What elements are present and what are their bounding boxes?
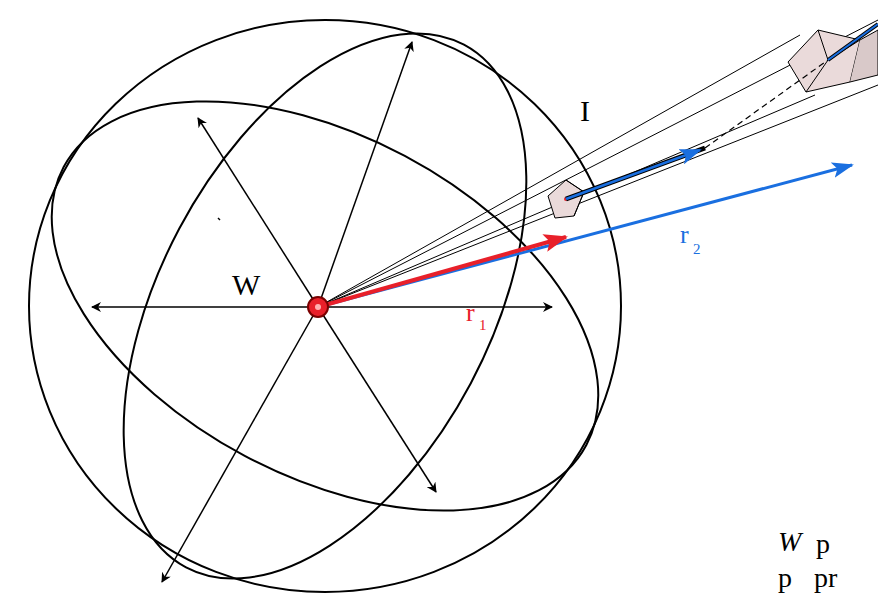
text-fragment: p [816, 530, 830, 558]
vector-label: r [680, 222, 689, 248]
r1-vector [318, 237, 566, 307]
point-source-highlight [315, 304, 321, 310]
source-label: W [232, 270, 260, 300]
intensity-label: I [580, 96, 590, 126]
vector-label: r [466, 300, 475, 326]
vector-subscript: 2 [693, 242, 701, 257]
text-fragment: pr [814, 564, 837, 592]
sphere-ellipse [40, 0, 609, 594]
solid-angle-cone [318, 20, 878, 307]
sphere-ellipse [0, 17, 666, 594]
r2-vector [318, 165, 852, 307]
intensity-arrow [566, 24, 878, 199]
radial-arrows [92, 42, 552, 582]
point-source [308, 297, 328, 317]
area-element-large [788, 30, 878, 92]
sphere-outline [29, 20, 621, 592]
vector-subscript: 1 [479, 318, 487, 333]
text-fragment: p [778, 564, 792, 592]
text-fragment: W [778, 528, 801, 556]
